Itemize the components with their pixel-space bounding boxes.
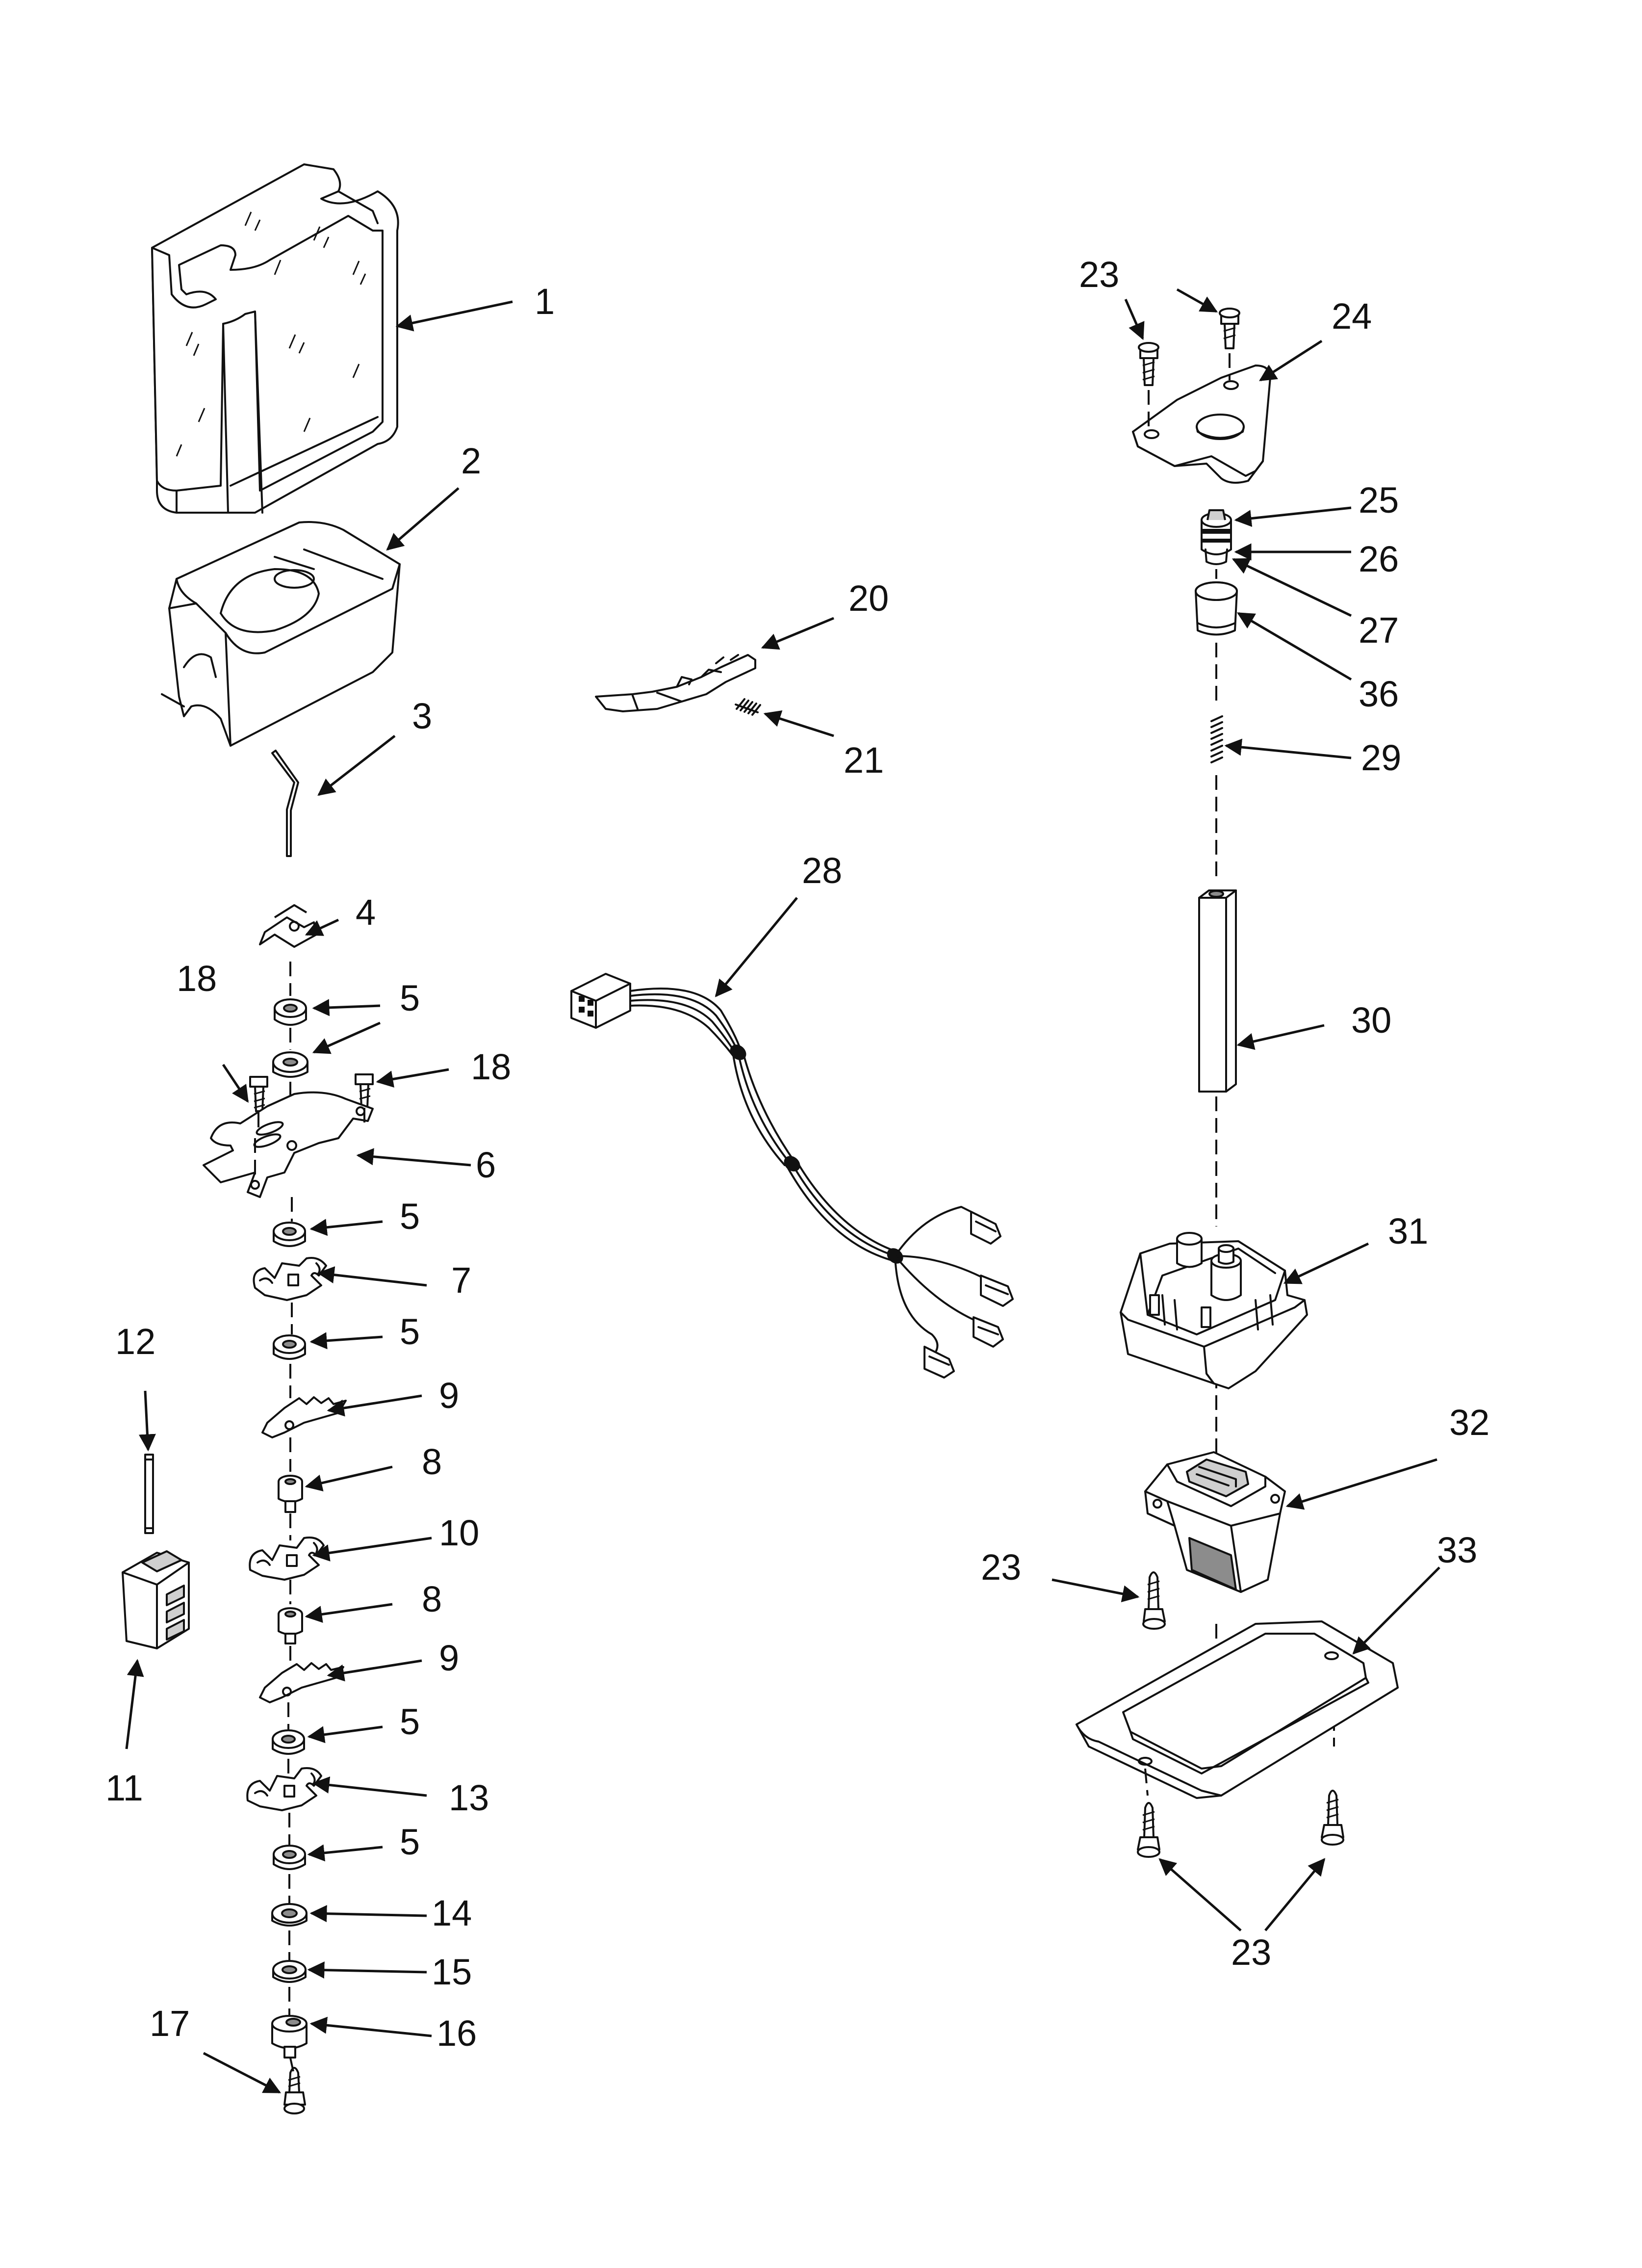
part-23-screw-motor bbox=[1142, 1571, 1166, 1630]
part-5-washer-5 bbox=[272, 1729, 305, 1755]
part-7-cam bbox=[253, 1257, 327, 1301]
label-15: 15 bbox=[432, 1952, 472, 1992]
part-5-washer-3 bbox=[273, 1222, 306, 1247]
label-24: 24 bbox=[1332, 296, 1372, 337]
part-25-27-coupling bbox=[1201, 509, 1232, 565]
part-1-bucket-cover bbox=[151, 163, 399, 514]
screw-axis-lines-bottom bbox=[1144, 1768, 1149, 1796]
label-8a: 8 bbox=[422, 1441, 442, 1482]
label-9b: 9 bbox=[439, 1638, 459, 1678]
label-31: 31 bbox=[1388, 1211, 1428, 1251]
label-2: 2 bbox=[461, 441, 481, 481]
part-20-arm bbox=[595, 654, 756, 712]
part-18-screw-left bbox=[249, 1076, 268, 1112]
label-23a: 23 bbox=[1079, 254, 1119, 295]
part-5-washer-6 bbox=[273, 1845, 306, 1870]
label-32: 32 bbox=[1449, 1402, 1489, 1443]
part-9-lever-1 bbox=[261, 1396, 347, 1438]
leader-lines bbox=[125, 288, 1440, 2094]
label-16: 16 bbox=[436, 2013, 477, 2054]
part-6-plate bbox=[203, 1091, 374, 1198]
part-3-rod bbox=[271, 750, 299, 857]
part-32-motor bbox=[1144, 1451, 1286, 1593]
label-23c: 23 bbox=[1231, 1932, 1271, 1973]
label-9a: 9 bbox=[439, 1375, 459, 1416]
part-23-screw-top-right bbox=[1219, 308, 1240, 349]
screw-axis-lines bbox=[254, 1108, 365, 1180]
label-1: 1 bbox=[535, 281, 555, 322]
part-24-bracket bbox=[1132, 365, 1271, 484]
part-4-clip bbox=[259, 904, 317, 948]
label-23b: 23 bbox=[981, 1547, 1021, 1588]
part-8-bushing-1 bbox=[278, 1475, 303, 1513]
part-8-bushing-2 bbox=[278, 1607, 303, 1644]
part-23-screw-top-left bbox=[1138, 342, 1159, 386]
left-axis-line bbox=[287, 962, 294, 2072]
part-5-washer-1 bbox=[274, 998, 307, 1026]
label-5a: 5 bbox=[400, 978, 420, 1018]
label-18a: 18 bbox=[177, 958, 217, 999]
label-17: 17 bbox=[150, 2003, 190, 2044]
label-26: 26 bbox=[1359, 539, 1399, 579]
label-6: 6 bbox=[476, 1145, 496, 1185]
label-10: 10 bbox=[439, 1512, 479, 1553]
label-36: 36 bbox=[1359, 674, 1399, 714]
label-20: 20 bbox=[848, 578, 889, 619]
part-5-washer-2 bbox=[272, 1051, 308, 1078]
part-5-washer-4 bbox=[273, 1334, 306, 1360]
label-8b: 8 bbox=[422, 1579, 442, 1619]
part-9-lever-2 bbox=[259, 1662, 344, 1703]
part-23-screw-bottom-left bbox=[1137, 1802, 1160, 1858]
label-13: 13 bbox=[449, 1777, 489, 1818]
part-11-block bbox=[122, 1550, 190, 1649]
part-30-shaft bbox=[1198, 889, 1237, 1093]
part-16-bushing bbox=[271, 2015, 308, 2059]
label-27: 27 bbox=[1359, 610, 1399, 651]
part-33-gasket bbox=[1076, 1620, 1399, 1799]
label-29: 29 bbox=[1361, 737, 1401, 778]
part-10-cam bbox=[249, 1537, 325, 1581]
label-5d: 5 bbox=[400, 1701, 420, 1742]
label-12: 12 bbox=[115, 1321, 155, 1362]
label-28: 28 bbox=[802, 850, 842, 891]
label-5e: 5 bbox=[400, 1822, 420, 1862]
part-2-housing bbox=[161, 521, 401, 747]
label-7: 7 bbox=[451, 1260, 471, 1301]
part-17-screw bbox=[283, 2067, 306, 2114]
part-31-motor-housing bbox=[1120, 1232, 1308, 1389]
part-23-screw-bottom-right bbox=[1321, 1790, 1344, 1846]
label-4: 4 bbox=[356, 892, 376, 933]
part-21-spring bbox=[735, 698, 761, 716]
part-14-washer bbox=[271, 1903, 308, 1927]
label-14: 14 bbox=[432, 1893, 472, 1933]
part-36-cup bbox=[1195, 581, 1238, 636]
label-11: 11 bbox=[105, 1768, 143, 1808]
label-3: 3 bbox=[412, 696, 432, 736]
label-25: 25 bbox=[1359, 480, 1399, 521]
label-21: 21 bbox=[844, 740, 884, 781]
part-15-washer bbox=[272, 1960, 307, 1983]
part-13-cam bbox=[246, 1767, 322, 1811]
label-30: 30 bbox=[1351, 1000, 1391, 1041]
part-28-wire-harness bbox=[570, 973, 1014, 1379]
label-5b: 5 bbox=[400, 1196, 420, 1237]
callout-labels: 1 2 3 4 5 5 5 5 5 6 7 8 8 9 9 10 11 12 1… bbox=[105, 254, 1489, 2054]
part-12-pin bbox=[144, 1454, 154, 1534]
label-5c: 5 bbox=[400, 1311, 420, 1352]
part-29-spring bbox=[1210, 715, 1223, 763]
label-33: 33 bbox=[1437, 1530, 1477, 1570]
label-18b: 18 bbox=[471, 1046, 511, 1087]
